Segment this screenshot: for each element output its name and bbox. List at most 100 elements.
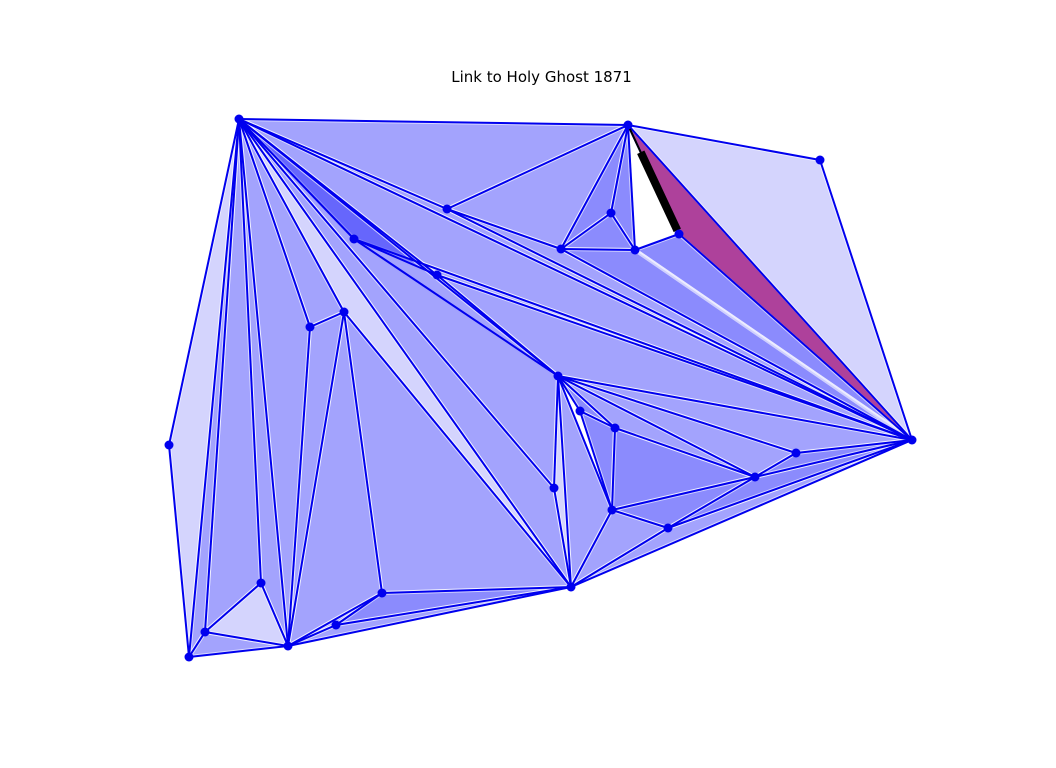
network-edge: [678, 233, 913, 441]
node-layer: [164, 114, 917, 662]
network-edge: [560, 248, 913, 441]
network-edge: [611, 509, 669, 529]
network-edge: [335, 592, 383, 626]
network-node: [791, 448, 801, 458]
network-node: [200, 627, 210, 637]
network-edge: [309, 311, 345, 328]
network-edge: [353, 238, 559, 377]
network-edge: [238, 118, 913, 441]
network-edge: [557, 375, 572, 588]
network-node: [164, 440, 174, 450]
network-node: [305, 322, 315, 332]
network-edge: [610, 212, 636, 251]
network-edge: [667, 476, 756, 529]
network-edge: [579, 410, 613, 511]
network-node: [184, 652, 194, 662]
network-node: [442, 204, 452, 214]
network-edge: [188, 118, 240, 658]
network-edge: [238, 118, 289, 647]
network-node: [432, 270, 442, 280]
network-edge: [553, 487, 572, 588]
network-edge: [553, 375, 559, 489]
network-edge: [557, 375, 581, 412]
network-edge: [238, 118, 559, 377]
network-edge: [238, 118, 555, 489]
network-edge: [287, 586, 572, 647]
network-node: [607, 505, 617, 515]
network-edge: [611, 427, 616, 511]
network-edge: [570, 509, 613, 588]
network-node: [630, 245, 640, 255]
edge-layer: [168, 118, 913, 658]
network-edge: [238, 118, 448, 210]
network-edge: [436, 274, 913, 441]
diagram-title: Link to Holy Ghost 1871: [451, 68, 632, 86]
network-edge: [627, 124, 636, 251]
network-node: [610, 423, 620, 433]
network-node: [283, 641, 293, 651]
network-node: [606, 208, 616, 218]
network-edge: [238, 118, 262, 584]
network-edge: [754, 439, 913, 478]
network-node: [234, 114, 244, 124]
arrow-head: [637, 150, 681, 233]
network-node: [549, 483, 559, 493]
network-edge: [634, 233, 680, 251]
network-edge: [819, 159, 913, 441]
network-edge: [627, 124, 821, 161]
network-edge: [238, 118, 345, 313]
network-node: [566, 582, 576, 592]
network-edge: [446, 208, 562, 250]
network-edge: [754, 452, 797, 478]
network-edge: [238, 118, 629, 126]
network-edge: [343, 311, 383, 594]
network-node: [349, 234, 359, 244]
network-edge: [335, 586, 572, 626]
network-edge: [238, 118, 572, 588]
network-edge: [560, 212, 612, 250]
network-edge: [204, 118, 240, 633]
network-edge: [204, 631, 289, 647]
network-edge: [557, 375, 756, 478]
network-node: [331, 620, 341, 630]
network-edge: [238, 118, 311, 328]
network-edge: [667, 439, 913, 529]
network-edge: [204, 582, 262, 633]
network-edge: [557, 375, 797, 454]
network-node: [556, 244, 566, 254]
network-edge: [560, 248, 636, 251]
network-edge: [168, 118, 240, 446]
network-edge: [287, 326, 311, 647]
network-edge: [795, 439, 913, 454]
network-edge: [570, 439, 913, 588]
network-node: [339, 307, 349, 317]
network-node: [623, 120, 633, 130]
network-edge: [611, 476, 756, 511]
network-edge: [446, 208, 913, 441]
network-node: [674, 229, 684, 239]
network-edge: [560, 124, 629, 250]
network-node: [907, 435, 917, 445]
triangle-layer: [167, 117, 914, 659]
network-edge: [570, 527, 669, 588]
network-edge: [188, 645, 289, 658]
network-node: [377, 588, 387, 598]
network-edge: [168, 444, 190, 658]
network-node: [815, 155, 825, 165]
network-edge: [343, 311, 572, 588]
network-edge: [614, 427, 756, 478]
network-node: [256, 578, 266, 588]
network-node: [750, 472, 760, 482]
network-edge: [446, 124, 629, 210]
network-edge: [381, 586, 572, 594]
arrow-layer: [627, 124, 681, 233]
network-edge: [287, 311, 345, 647]
network-edge: [579, 410, 616, 429]
network-edge: [353, 238, 913, 441]
network-edge: [557, 375, 616, 429]
network-edge: [260, 582, 289, 647]
network-node: [553, 371, 563, 381]
network-edge: [627, 124, 913, 441]
network-edge: [557, 375, 613, 511]
